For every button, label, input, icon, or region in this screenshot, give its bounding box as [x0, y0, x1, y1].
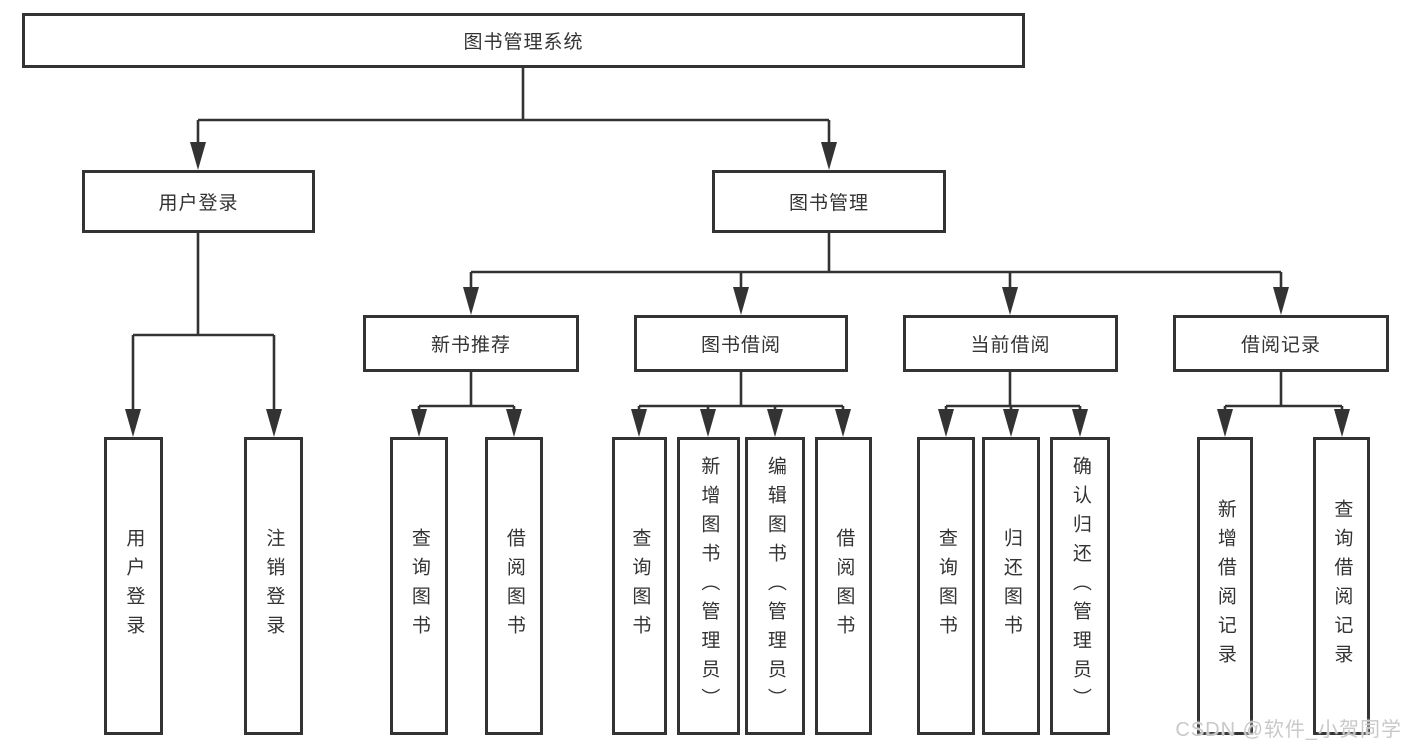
leaf-query-books-recommend: 查询图书: [390, 437, 448, 735]
node-label: 图书管理系统: [463, 32, 584, 53]
node-label: 用户登录: [123, 528, 145, 644]
leaf-confirm-return-admin: 确认归还（管理员）: [1050, 437, 1110, 735]
node-current-borrowing: 当前借阅: [903, 315, 1118, 372]
node-label: 借阅记录: [1240, 335, 1321, 356]
arrow-down-icon: [411, 409, 522, 437]
leaf-add-book-admin: 新增图书（管理员）: [677, 437, 740, 735]
connector-user-login-to-leaves: [131, 233, 276, 412]
node-label: 注销登录: [263, 528, 285, 644]
connector-book-management-to-level3: [469, 233, 1283, 290]
node-label: 新增图书（管理员）: [698, 455, 720, 717]
leaf-edit-book-admin: 编辑图书（管理员）: [745, 437, 805, 735]
leaf-return-books: 归还图书: [982, 437, 1040, 735]
node-label: 查询借阅记录: [1331, 499, 1353, 673]
node-label: 用户登录: [158, 193, 239, 214]
watermark: CSDN @软件_小贺同学: [1175, 719, 1402, 741]
node-label: 图书管理: [788, 193, 869, 214]
connector-book-borrowing-to-leaves: [637, 372, 845, 412]
arrow-down-icon: [125, 409, 282, 437]
arrow-down-icon: [463, 287, 1289, 315]
node-new-book-recommendation: 新书推荐: [363, 315, 579, 372]
node-label: 编辑图书（管理员）: [764, 455, 786, 717]
node-label: 查询图书: [629, 528, 651, 644]
node-borrowing-records: 借阅记录: [1173, 315, 1389, 372]
node-book-management: 图书管理: [712, 170, 946, 233]
node-label: 当前借阅: [970, 335, 1051, 356]
node-label: 新增借阅记录: [1214, 499, 1236, 673]
leaf-borrow-books-recommend: 借阅图书: [485, 437, 543, 735]
node-label: 借阅图书: [503, 528, 525, 644]
connector-current-borrowing-to-leaves: [944, 372, 1082, 412]
leaf-logout: 注销登录: [244, 437, 303, 735]
leaf-user-login: 用户登录: [104, 437, 163, 735]
node-label: 查询图书: [935, 528, 957, 644]
node-label: 新书推荐: [430, 335, 511, 356]
node-library-management-system: 图书管理系统: [22, 13, 1025, 68]
arrow-down-icon: [938, 409, 1088, 437]
node-label: 借阅图书: [833, 528, 855, 644]
node-label: 确认归还（管理员）: [1069, 455, 1091, 717]
leaf-query-books-current: 查询图书: [917, 437, 975, 735]
connector-root-to-level2: [196, 68, 831, 144]
arrow-down-icon: [631, 409, 851, 437]
node-label: 图书借阅: [700, 335, 781, 356]
node-label: 查询图书: [408, 528, 430, 644]
connector-new-book-to-leaves: [417, 372, 516, 412]
connector-borrow-records-to-leaves: [1223, 372, 1344, 412]
arrow-down-icon: [1217, 409, 1350, 437]
leaf-query-books-borrowing: 查询图书: [612, 437, 667, 735]
node-user-login-group: 用户登录: [82, 170, 315, 233]
node-label: 归还图书: [1000, 528, 1022, 644]
leaf-query-borrow-record: 查询借阅记录: [1313, 437, 1370, 735]
leaf-add-borrow-record: 新增借阅记录: [1197, 437, 1253, 735]
leaf-borrow-books-borrowing: 借阅图书: [815, 437, 872, 735]
node-book-borrowing: 图书借阅: [634, 315, 848, 372]
arrow-down-icon: [190, 142, 837, 170]
